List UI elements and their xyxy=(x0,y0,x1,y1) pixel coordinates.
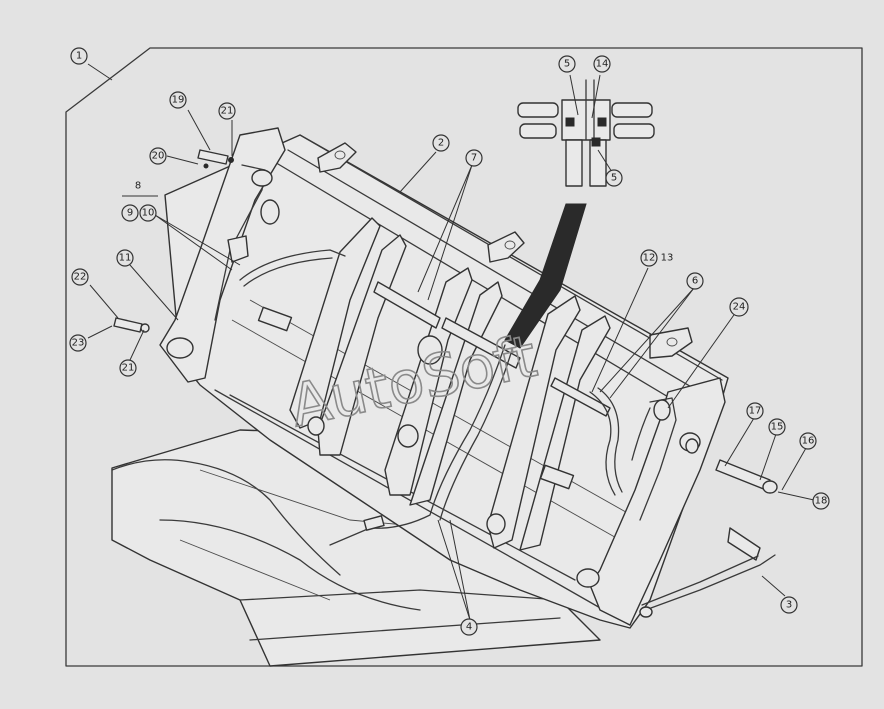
callout-2: 2 xyxy=(432,134,450,152)
svg-text:20: 20 xyxy=(152,151,165,162)
callout-15: 15 xyxy=(768,418,786,436)
svg-text:21: 21 xyxy=(122,363,135,374)
left-pin-assembly xyxy=(113,317,150,333)
svg-text:16: 16 xyxy=(802,436,815,447)
callout-21-top: 21 xyxy=(218,102,236,120)
callouts: 1 2 3 4 5 5 6 7 8 9 10 11 12 13 14 15 16… xyxy=(69,47,830,636)
callout-18: 18 xyxy=(812,492,830,510)
callout-17: 17 xyxy=(746,402,764,420)
svg-text:6: 6 xyxy=(692,276,698,287)
callout-7: 7 xyxy=(465,149,483,167)
callout-5-top: 5 xyxy=(558,55,576,73)
right-linkage xyxy=(639,438,778,618)
svg-text:3: 3 xyxy=(786,600,792,611)
callout-23: 23 xyxy=(69,334,87,352)
diagram-frame xyxy=(65,47,863,667)
svg-text:5: 5 xyxy=(611,173,617,184)
svg-text:22: 22 xyxy=(74,272,87,283)
svg-text:17: 17 xyxy=(749,406,762,417)
svg-text:11: 11 xyxy=(119,253,132,264)
svg-text:15: 15 xyxy=(771,422,784,433)
callout-1: 1 xyxy=(70,47,88,65)
rear-brackets xyxy=(317,142,693,359)
callout-4: 4 xyxy=(460,618,478,636)
svg-text:21: 21 xyxy=(221,106,234,117)
svg-text:9: 9 xyxy=(127,208,133,219)
hydraulic-hoses xyxy=(239,249,651,546)
top-pin-assembly xyxy=(197,149,234,169)
svg-text:14: 14 xyxy=(596,59,609,70)
callout-21-bottom: 21 xyxy=(119,359,137,377)
svg-text:24: 24 xyxy=(733,302,746,313)
callout-12: 12 xyxy=(640,249,658,267)
callout-24: 24 xyxy=(729,297,749,317)
svg-text:19: 19 xyxy=(172,95,185,106)
svg-text:8: 8 xyxy=(135,181,141,192)
svg-text:10: 10 xyxy=(142,208,155,219)
callout-14: 14 xyxy=(593,55,611,73)
svg-text:12: 12 xyxy=(643,253,656,264)
callout-5-bottom: 5 xyxy=(605,169,623,187)
callout-13: 13 xyxy=(661,253,674,264)
svg-text:13: 13 xyxy=(661,253,674,264)
svg-text:4: 4 xyxy=(466,622,472,633)
callout-3: 3 xyxy=(780,596,798,614)
svg-text:7: 7 xyxy=(471,153,477,164)
svg-text:1: 1 xyxy=(76,51,82,62)
callout-6: 6 xyxy=(686,272,704,290)
callout-11: 11 xyxy=(116,249,134,267)
callout-10: 10 xyxy=(139,204,157,222)
callout-22: 22 xyxy=(71,268,89,286)
pins xyxy=(257,281,611,490)
inset-detail xyxy=(504,79,655,349)
callout-19: 19 xyxy=(169,91,187,109)
svg-text:2: 2 xyxy=(438,138,444,149)
callout-9: 9 xyxy=(121,204,139,222)
svg-text:5: 5 xyxy=(564,59,570,70)
callout-16: 16 xyxy=(799,432,817,450)
svg-text:23: 23 xyxy=(72,338,85,349)
svg-text:18: 18 xyxy=(815,496,828,507)
callout-20: 20 xyxy=(149,147,167,165)
callout-8: 8 xyxy=(135,181,141,192)
